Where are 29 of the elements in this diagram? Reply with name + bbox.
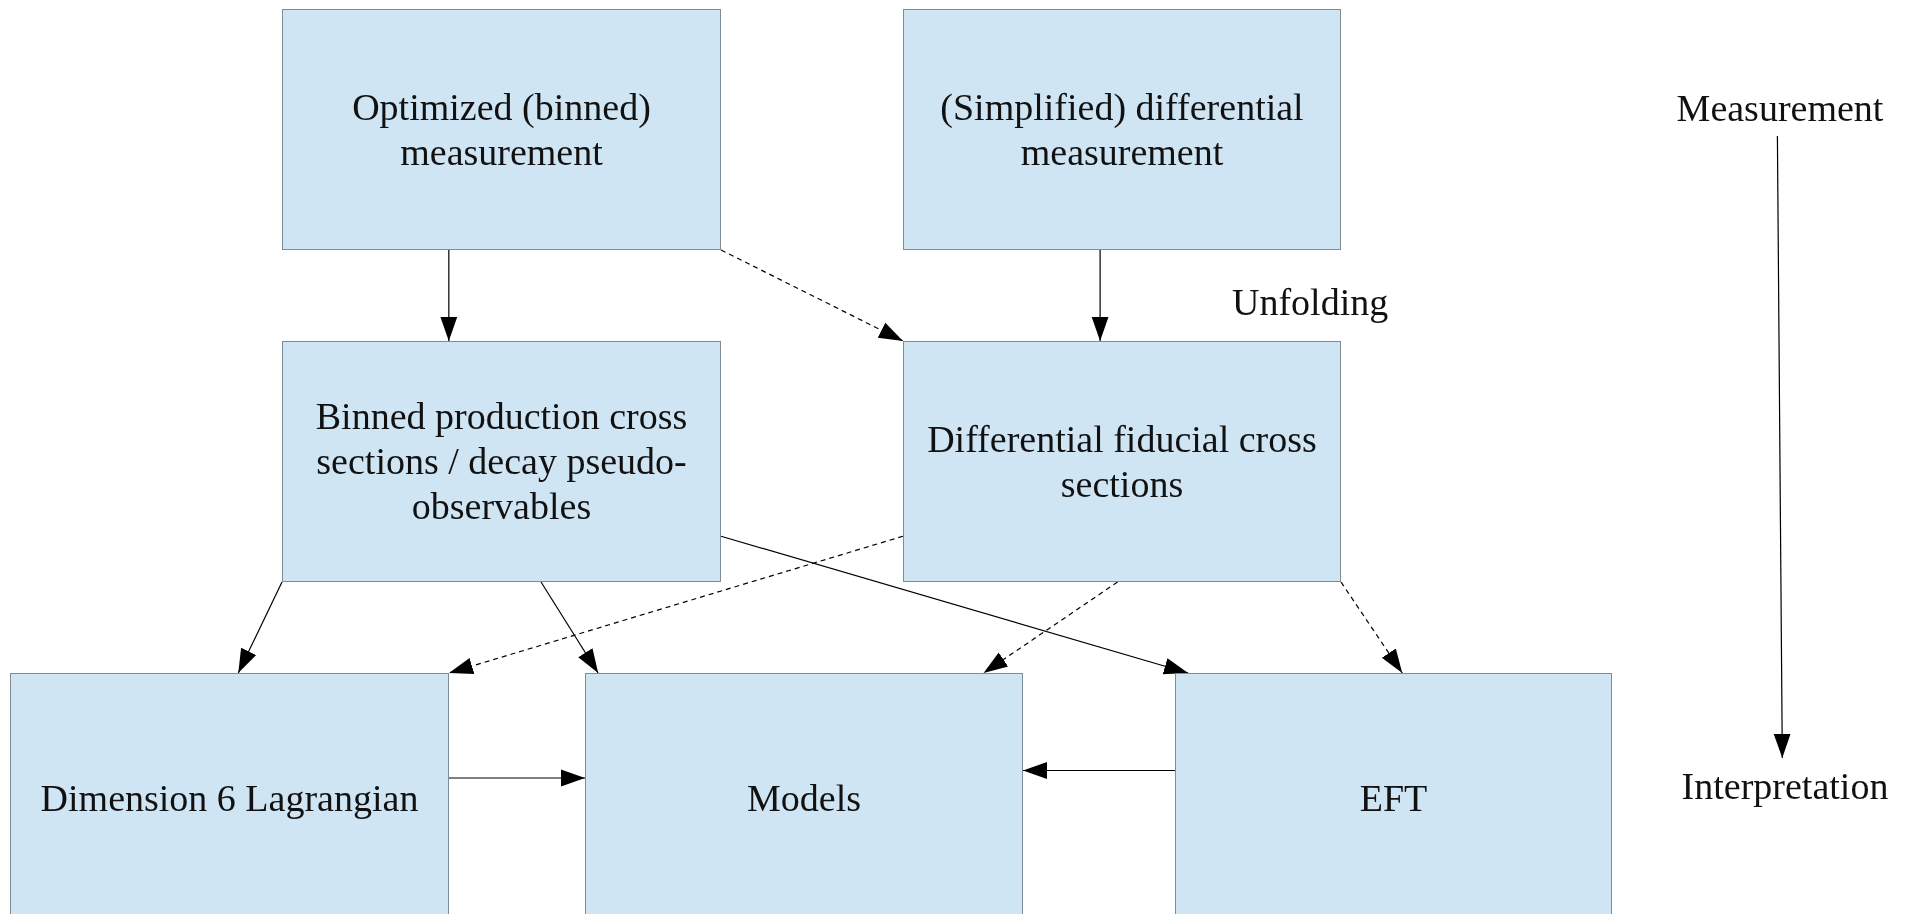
box-text: Models <box>747 775 861 821</box>
arrow <box>720 535 1189 675</box>
arrow <box>1022 762 1176 779</box>
arrow <box>440 249 458 342</box>
process-box <box>282 341 721 582</box>
box-text: Optimized (binned) measurement <box>351 84 652 175</box>
box-text: (Simplified) differential measurement <box>939 84 1305 175</box>
box-text: EFT <box>1359 775 1428 821</box>
arrow <box>1773 135 1791 759</box>
arrow <box>448 535 904 675</box>
stage-note: Unfolding <box>1232 280 1389 324</box>
stage-label: Interpretation <box>1650 758 1920 814</box>
process-box <box>282 9 721 250</box>
process-box <box>903 9 1341 250</box>
arrow <box>540 581 599 674</box>
process-box <box>1175 673 1612 914</box>
arrow <box>237 581 283 674</box>
box-text: Binned production cross sections / decay pseudo-observables <box>314 394 689 529</box>
arrow <box>1091 249 1109 342</box>
box-text: Differential fiducial cross sections <box>926 416 1318 507</box>
arrow <box>448 769 586 787</box>
stage-label: Measurement <box>1650 80 1910 136</box>
arrow <box>1340 581 1403 674</box>
box-text: Dimension 6 Lagrangian <box>40 775 419 821</box>
process-box <box>903 341 1341 582</box>
arrow <box>720 249 904 342</box>
arrow <box>983 581 1119 674</box>
process-box <box>10 673 449 914</box>
process-box <box>585 673 1023 914</box>
